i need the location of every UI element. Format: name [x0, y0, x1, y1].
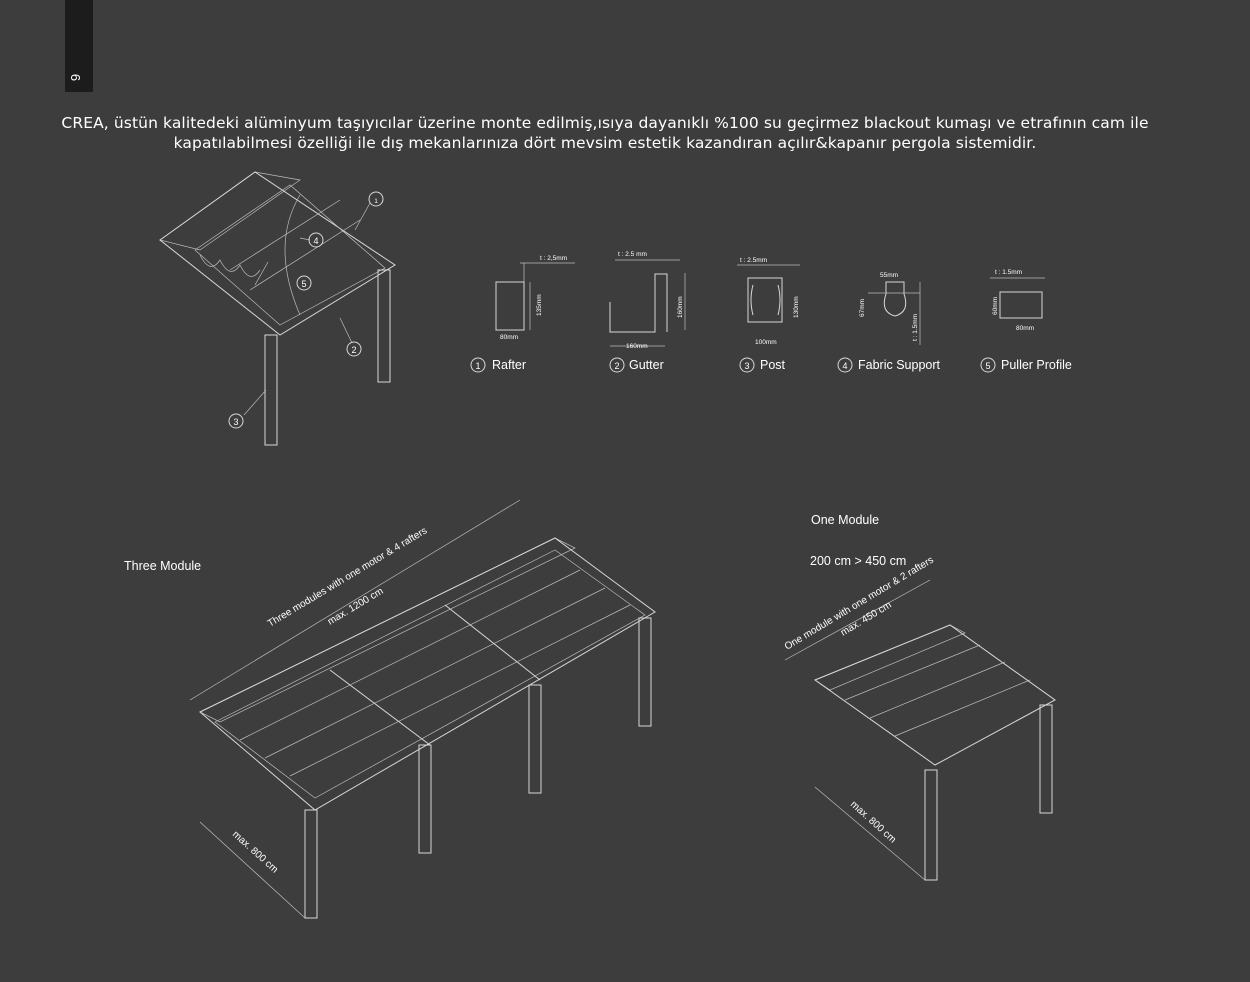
callout-1: 1 — [368, 191, 384, 207]
svg-text:Gutter: Gutter — [629, 358, 664, 372]
pergola-detail-drawing: 1 4 5 2 3 — [159, 171, 396, 446]
svg-text:t : 2.5 mm: t : 2.5 mm — [618, 251, 647, 258]
svg-text:135mm: 135mm — [536, 294, 543, 316]
one-module-title: One Module — [811, 513, 879, 527]
profile-puller: t : 1.5mm 60mm 80mm 5 Puller Profile — [980, 269, 1072, 373]
page-number-tab: 6 — [65, 0, 93, 92]
three-module-title: Three Module — [124, 559, 201, 573]
svg-text:1: 1 — [374, 198, 378, 205]
svg-text:Rafter: Rafter — [492, 358, 526, 372]
callout-2: 2 — [346, 341, 362, 357]
svg-text:160mm: 160mm — [677, 296, 684, 318]
one-module-range: 200 cm > 450 cm — [810, 554, 906, 568]
svg-text:1: 1 — [475, 361, 480, 371]
svg-text:5: 5 — [985, 361, 990, 371]
three-module-drawing: Three Module Three modules with one moto… — [124, 499, 656, 919]
svg-text:t : 2,5mm: t : 2,5mm — [540, 255, 567, 262]
intro-line-2: kapatılabilmesi özelliği ile dış mekanla… — [173, 134, 1037, 152]
svg-text:80mm: 80mm — [500, 334, 518, 341]
profile-rafter: t : 2,5mm 135mm 80mm 1 Rafter — [470, 255, 575, 373]
svg-text:3: 3 — [744, 361, 749, 371]
svg-text:60mm: 60mm — [992, 297, 999, 315]
svg-text:max. 800 cm: max. 800 cm — [230, 829, 280, 875]
svg-text:Puller Profile: Puller Profile — [1001, 358, 1072, 372]
svg-text:2: 2 — [614, 361, 619, 371]
svg-text:Fabric Support: Fabric Support — [858, 358, 941, 372]
svg-text:max. 800 cm: max. 800 cm — [848, 799, 898, 845]
intro-line-1: CREA, üstün kalitedeki alüminyum taşıyıc… — [61, 114, 1149, 132]
svg-text:Post: Post — [760, 358, 786, 372]
svg-text:t : 2.5mm: t : 2.5mm — [740, 257, 767, 264]
intro-text: CREA, üstün kalitedeki alüminyum taşıyıc… — [60, 113, 1150, 153]
svg-text:80mm: 80mm — [1016, 325, 1034, 332]
callout-3: 3 — [228, 413, 244, 429]
svg-text:max. 1200 cm: max. 1200 cm — [326, 586, 386, 628]
svg-text:t : 1.5mm: t : 1.5mm — [912, 314, 919, 341]
svg-text:One module with one motor & 2: One module with one motor & 2 rafters — [783, 555, 936, 653]
callout-5: 5 — [296, 275, 312, 291]
svg-text:5: 5 — [301, 279, 306, 289]
one-module-drawing: One Module 200 cm > 450 cm One module wi… — [783, 513, 1056, 881]
svg-text:130mm: 130mm — [793, 296, 800, 318]
callout-4: 4 — [308, 232, 324, 248]
svg-text:67mm: 67mm — [859, 299, 866, 317]
svg-text:2: 2 — [351, 345, 356, 355]
svg-text:55mm: 55mm — [880, 272, 898, 279]
svg-text:100mm: 100mm — [755, 339, 777, 346]
svg-text:160mm: 160mm — [626, 343, 648, 350]
svg-text:4: 4 — [313, 236, 318, 246]
svg-text:t : 1.5mm: t : 1.5mm — [995, 269, 1022, 276]
svg-text:4: 4 — [842, 361, 847, 371]
profile-post: t : 2.5mm 100mm 130mm 3 Post — [737, 257, 800, 373]
svg-text:3: 3 — [233, 417, 238, 427]
profile-fabric-support: 55mm 67mm t : 1.5mm 4 Fabric Support — [837, 272, 941, 373]
profile-gutter: t : 2.5 mm 160mm 160mm 2 Gutter — [609, 251, 686, 373]
